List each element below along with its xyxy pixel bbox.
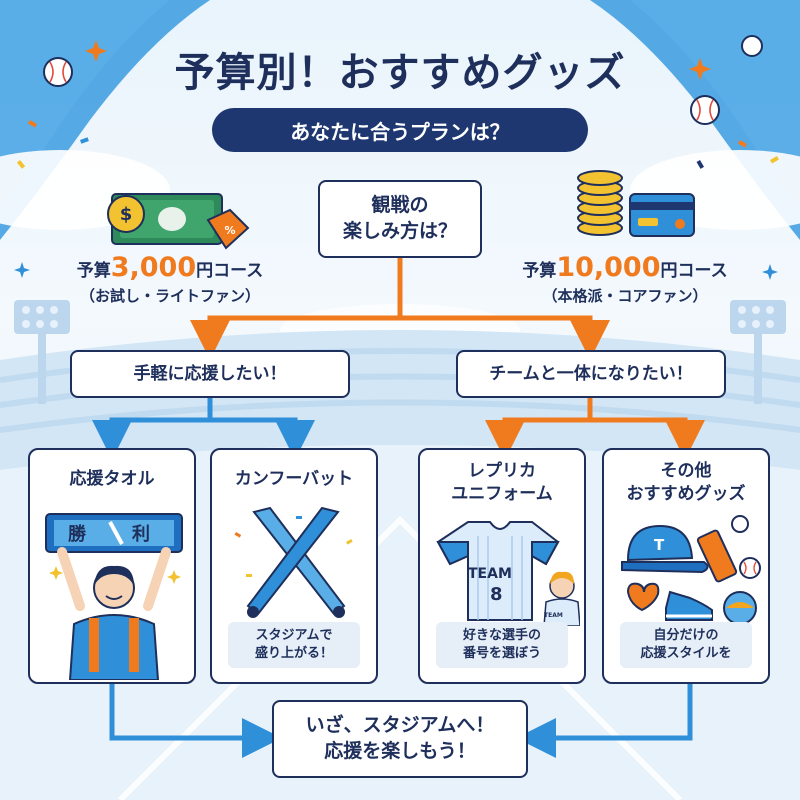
finish-line1: いざ、スタジアムへ！	[305, 714, 495, 737]
blue-connector	[92, 395, 693, 758]
card-cheer-towel: 応援タオル 勝 利	[28, 448, 196, 684]
note-line2: 番号を選ぼう	[462, 646, 541, 661]
svg-text:$: $	[120, 204, 133, 225]
jersey-illustration	[436, 521, 580, 626]
title-line1: レプリカ	[468, 461, 536, 481]
subtitle-pill: あなたに合うプランは？	[212, 108, 588, 152]
course-right: 予算10,000円コース （本格派・コアファン）	[490, 252, 760, 306]
course-right-amount: 10,000	[556, 252, 661, 283]
jersey-text: TEAM	[468, 566, 512, 582]
start-line1: 観戦の	[371, 194, 429, 217]
page-title: 予算別！おすすめグッズ	[174, 50, 626, 96]
finish-line2: 応援を楽しもう！	[324, 740, 476, 762]
card-note: 好きな選手の 番号を選ぼう	[436, 622, 568, 668]
course-left: 予算3,000円コース （お試し・ライトファン）	[40, 252, 300, 306]
money-icon: $ %	[107, 193, 250, 250]
finish-box: いざ、スタジアムへ！ 応援を楽しもう！	[272, 700, 528, 778]
card-title: 応援タオル	[69, 469, 155, 489]
start-line2: 楽しみ方は？	[342, 220, 457, 242]
heart-icon	[626, 582, 660, 612]
branch-right-box: チームと一体になりたい！	[456, 350, 726, 398]
note-line1: スタジアムで	[255, 628, 333, 644]
card-note: 自分だけの 応援スタイルを	[620, 622, 752, 668]
baseball-icon	[690, 95, 720, 125]
course-left-note: （お試し・ライトファン）	[79, 287, 260, 305]
card-title: その他 おすすめグッズ	[604, 460, 768, 506]
goods-illustration	[621, 515, 761, 625]
card-replica-uniform: レプリカ ユニフォーム TEAM 8 TEAM 好きな選手の 番号を選ぼう	[418, 448, 586, 684]
baseball-icon	[43, 57, 73, 87]
crossed-bats-icon	[234, 506, 353, 618]
note-line2: 盛り上がる！	[254, 646, 333, 661]
card-kungfu-bat: カンフーバット スタジアムで 盛り上がる！	[210, 448, 378, 684]
baseball-icon	[741, 35, 763, 57]
card-title: カンフーバット	[234, 469, 354, 489]
coins-card-icon	[577, 170, 695, 237]
course-right-note: （本格派・コアファン）	[542, 287, 708, 305]
course-right-suffix: 円コース	[660, 261, 728, 281]
card-other-goods: その他 おすすめグッズ T 自分だけの 応援スタイルを	[602, 448, 770, 684]
note-line1: 自分だけの	[653, 628, 719, 644]
course-left-amount: 3,000	[110, 252, 197, 283]
title-line2: ユニフォーム	[451, 483, 553, 504]
shirt-text: TEAM	[544, 612, 563, 619]
svg-text:%: %	[224, 224, 235, 237]
course-left-prefix: 予算	[76, 261, 111, 281]
jersey-number: 8	[490, 584, 503, 605]
card-title: レプリカ ユニフォーム	[420, 460, 584, 506]
towel-text-2: 利	[132, 524, 150, 545]
course-left-suffix: 円コース	[196, 261, 264, 281]
branch-left-box: 手軽に応援したい！	[70, 350, 350, 398]
keychain-icon	[731, 515, 749, 533]
note-line2: 応援スタイルを	[640, 646, 732, 661]
title-line2: おすすめグッズ	[626, 483, 746, 504]
towel-fan-illustration	[45, 513, 183, 680]
title-line1: その他	[660, 461, 712, 481]
note-line1: 好きな選手の	[462, 628, 541, 644]
confetti	[14, 40, 779, 280]
orange-connector	[190, 255, 705, 460]
cap-icon	[626, 524, 694, 562]
course-right-prefix: 予算	[522, 261, 557, 281]
towel-text-1: 勝	[68, 524, 86, 545]
cap-letter: T	[654, 536, 665, 554]
start-question-box: 観戦の 楽しみ方は？	[318, 180, 482, 258]
card-note: スタジアムで 盛り上がる！	[228, 622, 360, 668]
